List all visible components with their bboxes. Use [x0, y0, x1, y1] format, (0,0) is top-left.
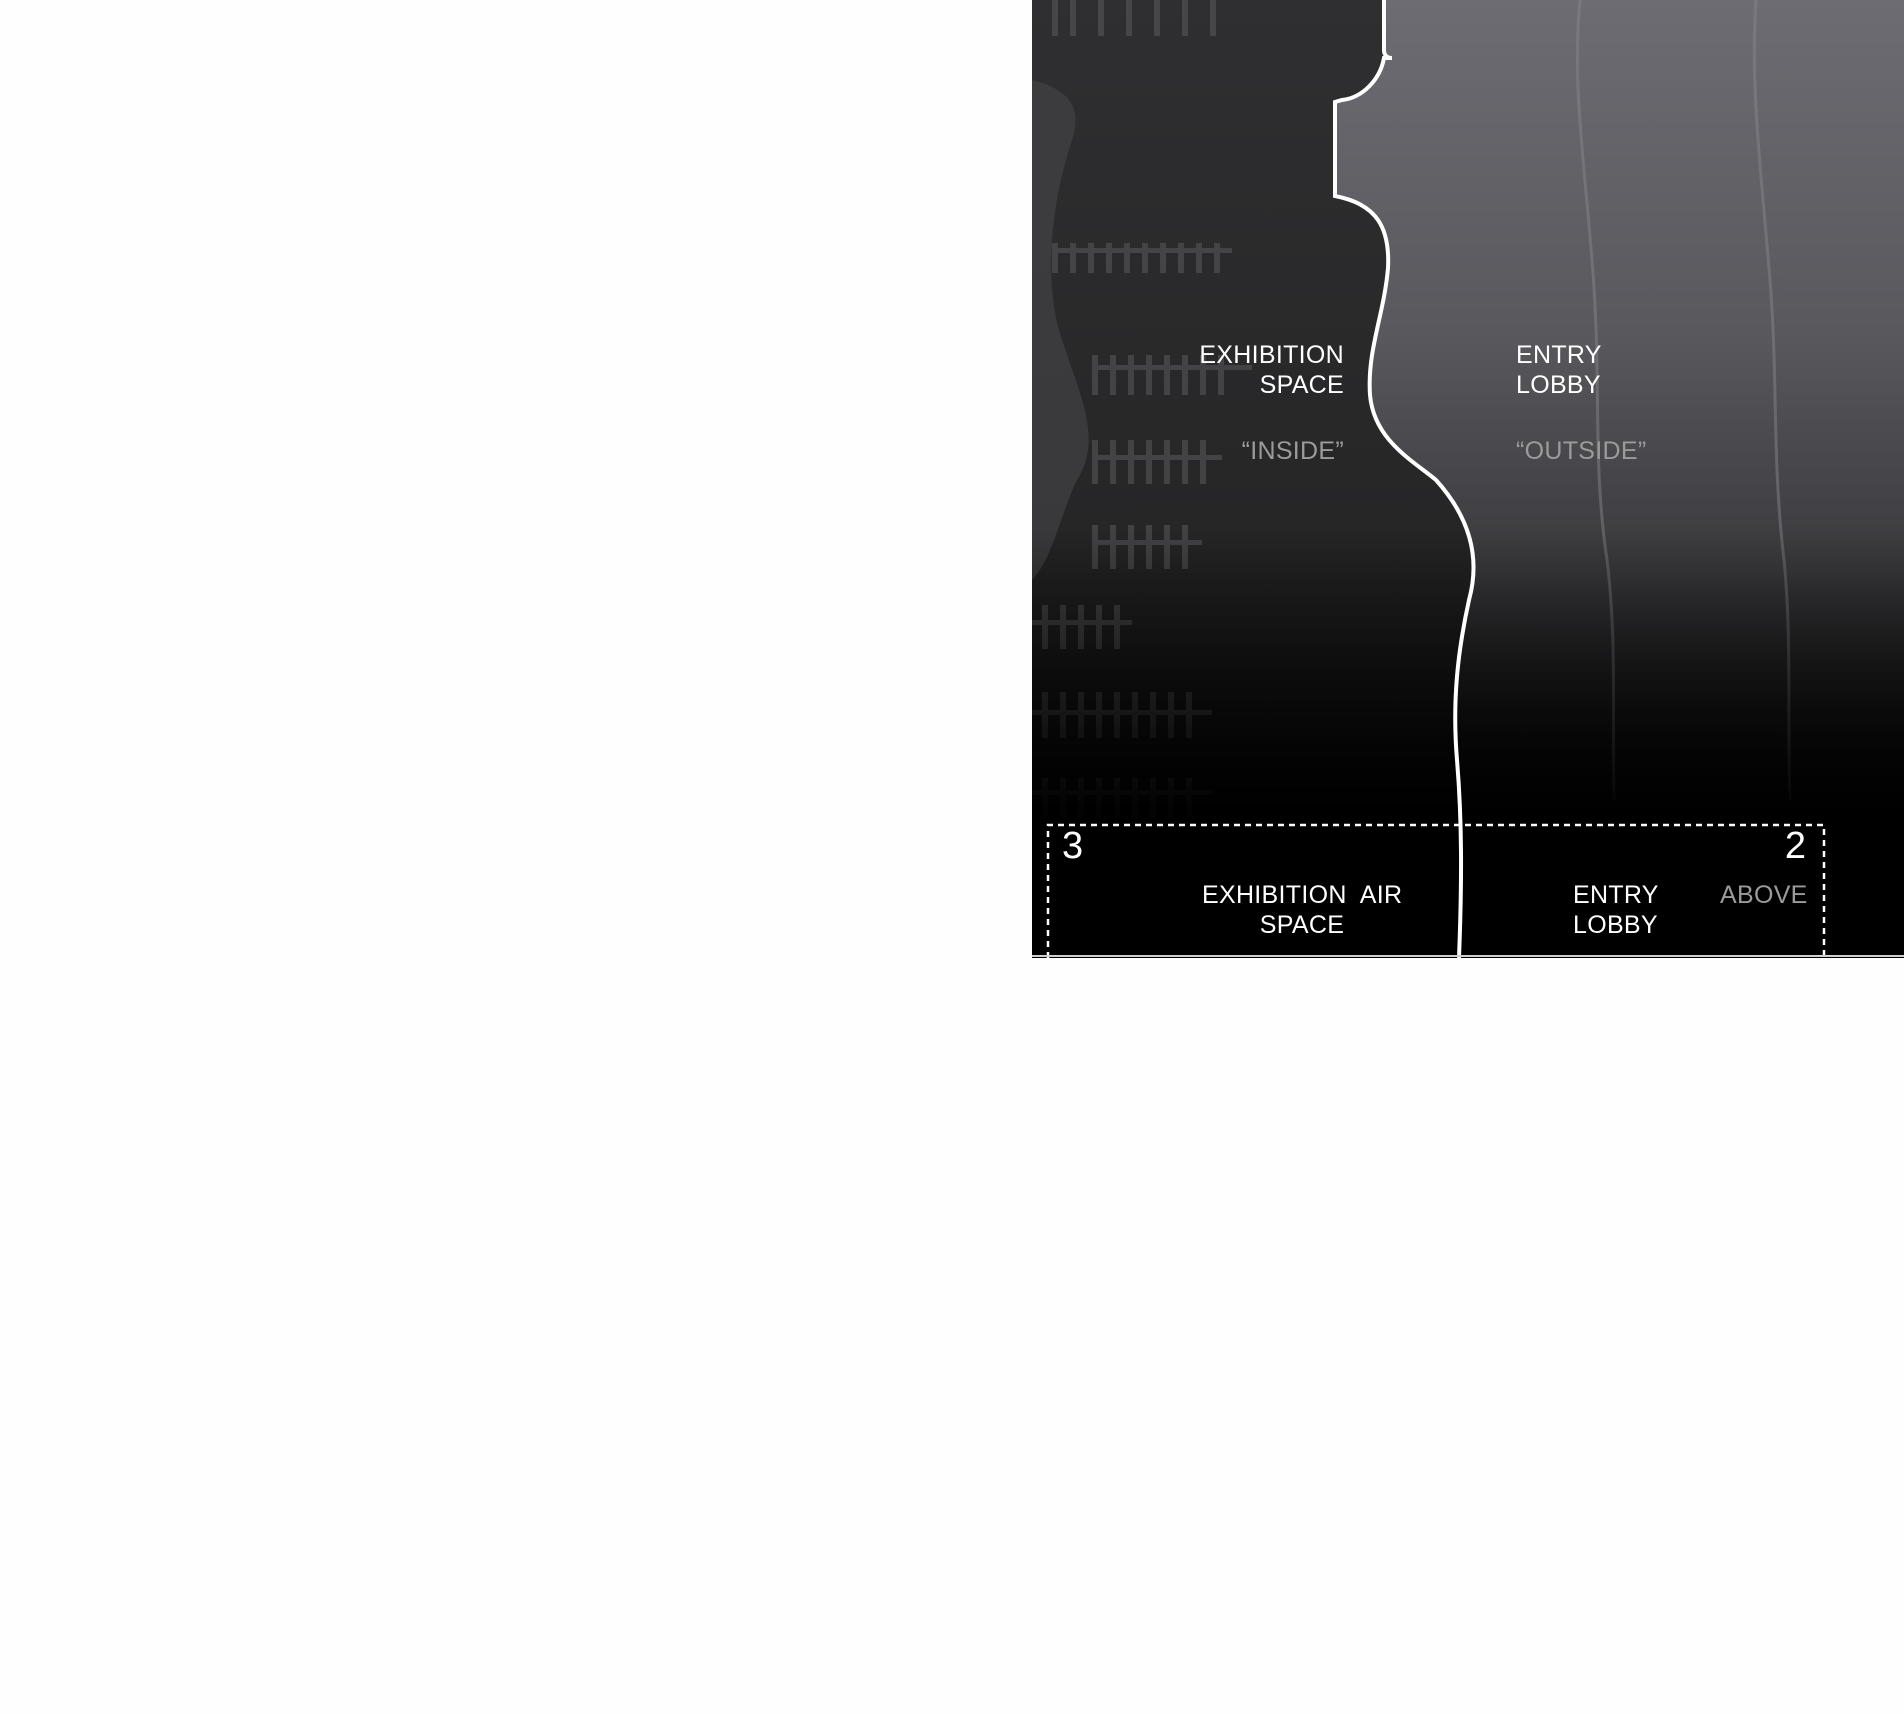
boundary-line [1333, 0, 1476, 958]
exhibition-air-space-label: EXHIBITION AIR SPACE [1202, 881, 1403, 939]
diagram-graphic [1032, 0, 1904, 958]
inside-tag: “INSIDE” [1241, 437, 1344, 465]
above-tag: ABOVE [1720, 881, 1808, 909]
entry-lobby-label: ENTRY LOBBY [1516, 341, 1602, 399]
exhibition-space-label: EXHIBITION SPACE [1199, 341, 1344, 399]
inset-number-left: 3 [1062, 825, 1084, 867]
inset-frame [1046, 823, 1826, 958]
bottom-fade [1032, 0, 1904, 958]
outside-tag: “OUTSIDE” [1516, 437, 1647, 465]
inset-entry-lobby-label: ENTRY LOBBY [1573, 881, 1659, 939]
inset-number-right: 2 [1784, 825, 1806, 867]
diagram-panel: EXHIBITION SPACE “INSIDE” ENTRY LOBBY “O… [1032, 0, 1904, 958]
